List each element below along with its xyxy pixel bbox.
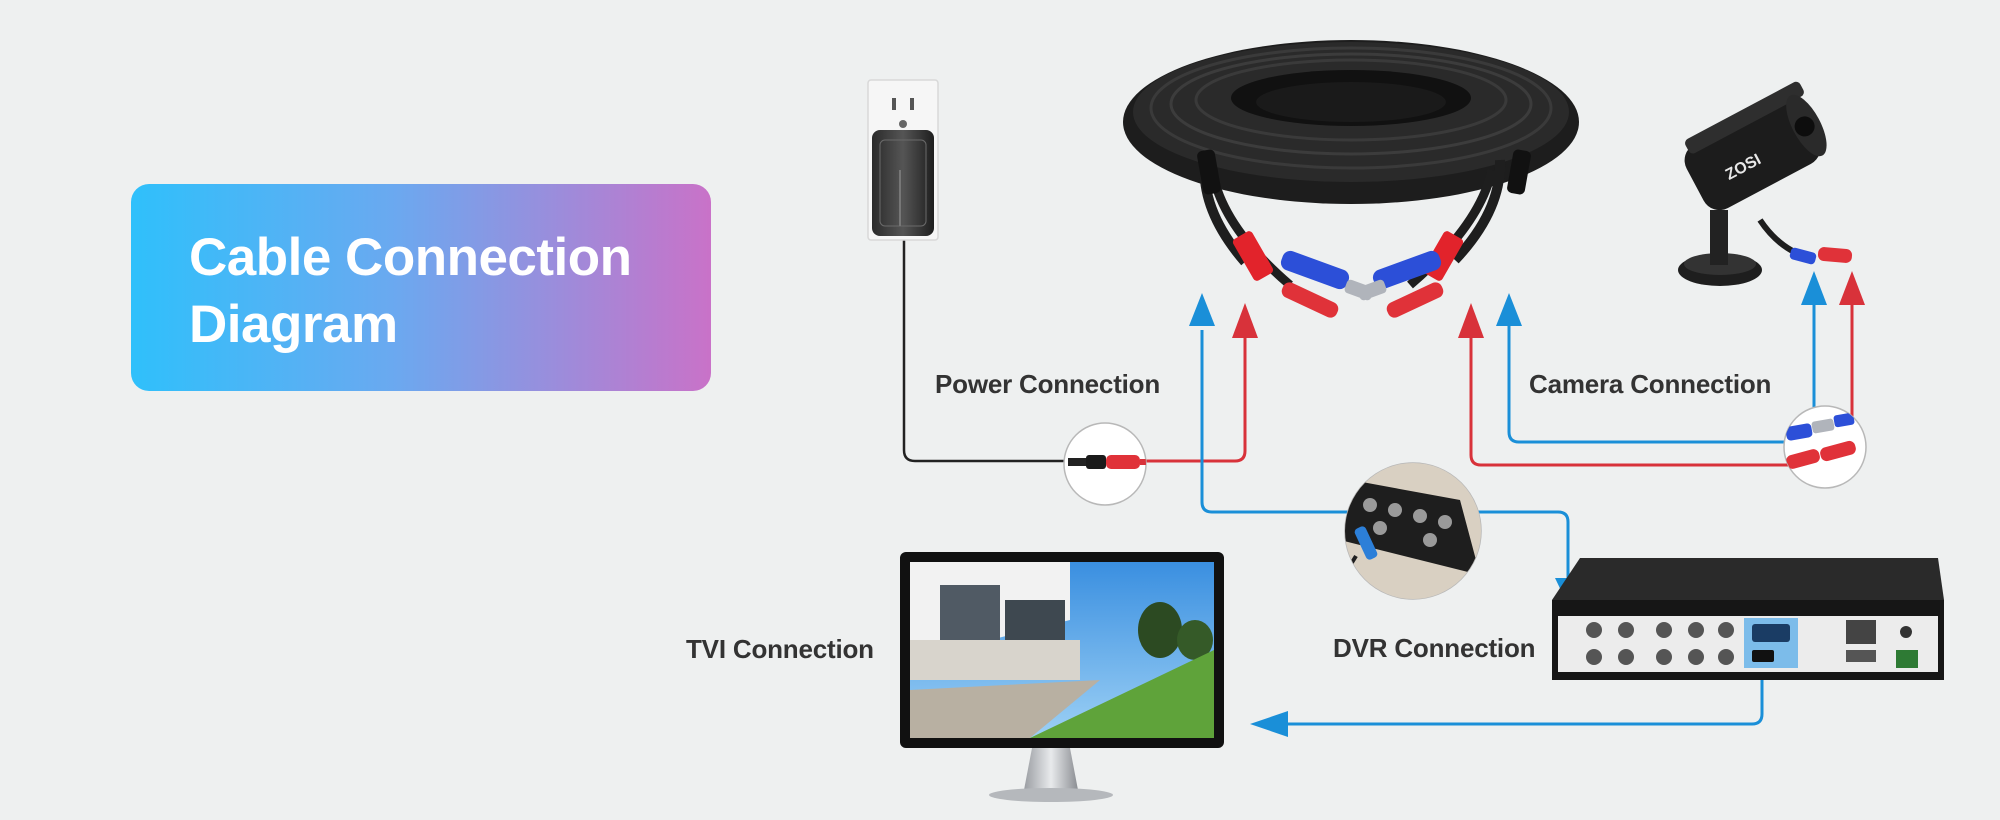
bnc-cable-coil-icon	[1123, 40, 1579, 318]
power-wire-right	[1469, 330, 1795, 467]
security-camera-icon: ZOSI	[1678, 81, 1853, 286]
power-plug-detail	[1063, 422, 1147, 506]
video-wire-right	[1507, 320, 1795, 444]
power-wire-left	[1143, 330, 1247, 463]
adapter-wire	[902, 240, 1068, 463]
monitor-icon	[900, 552, 1224, 802]
camera-video-arrow	[1801, 271, 1827, 305]
dvr-connection-label: DVR Connection	[1333, 633, 1536, 663]
title-card: Cable Connection Diagram	[131, 184, 711, 391]
hdmi-wire	[1280, 670, 1764, 726]
dvr-port-detail	[1344, 462, 1482, 600]
power-connection-label: Power Connection	[935, 369, 1161, 399]
power-arrow-left	[1232, 303, 1258, 338]
camera-connection-label: Camera Connection	[1529, 369, 1772, 399]
title-line-2: Diagram	[189, 295, 398, 354]
power-adapter-icon	[872, 130, 934, 236]
camera-power-arrow	[1839, 271, 1865, 305]
title-line-1: Cable Connection	[189, 228, 632, 287]
camera-bnc-detail	[1783, 405, 1867, 489]
power-arrow-right	[1458, 303, 1484, 338]
video-arrow-right	[1496, 293, 1522, 326]
monitor-arrow	[1250, 711, 1288, 737]
video-arrow-left	[1189, 293, 1215, 326]
tvi-connection-label: TVI Connection	[686, 634, 874, 664]
dvr-recorder-icon	[1552, 558, 1944, 680]
